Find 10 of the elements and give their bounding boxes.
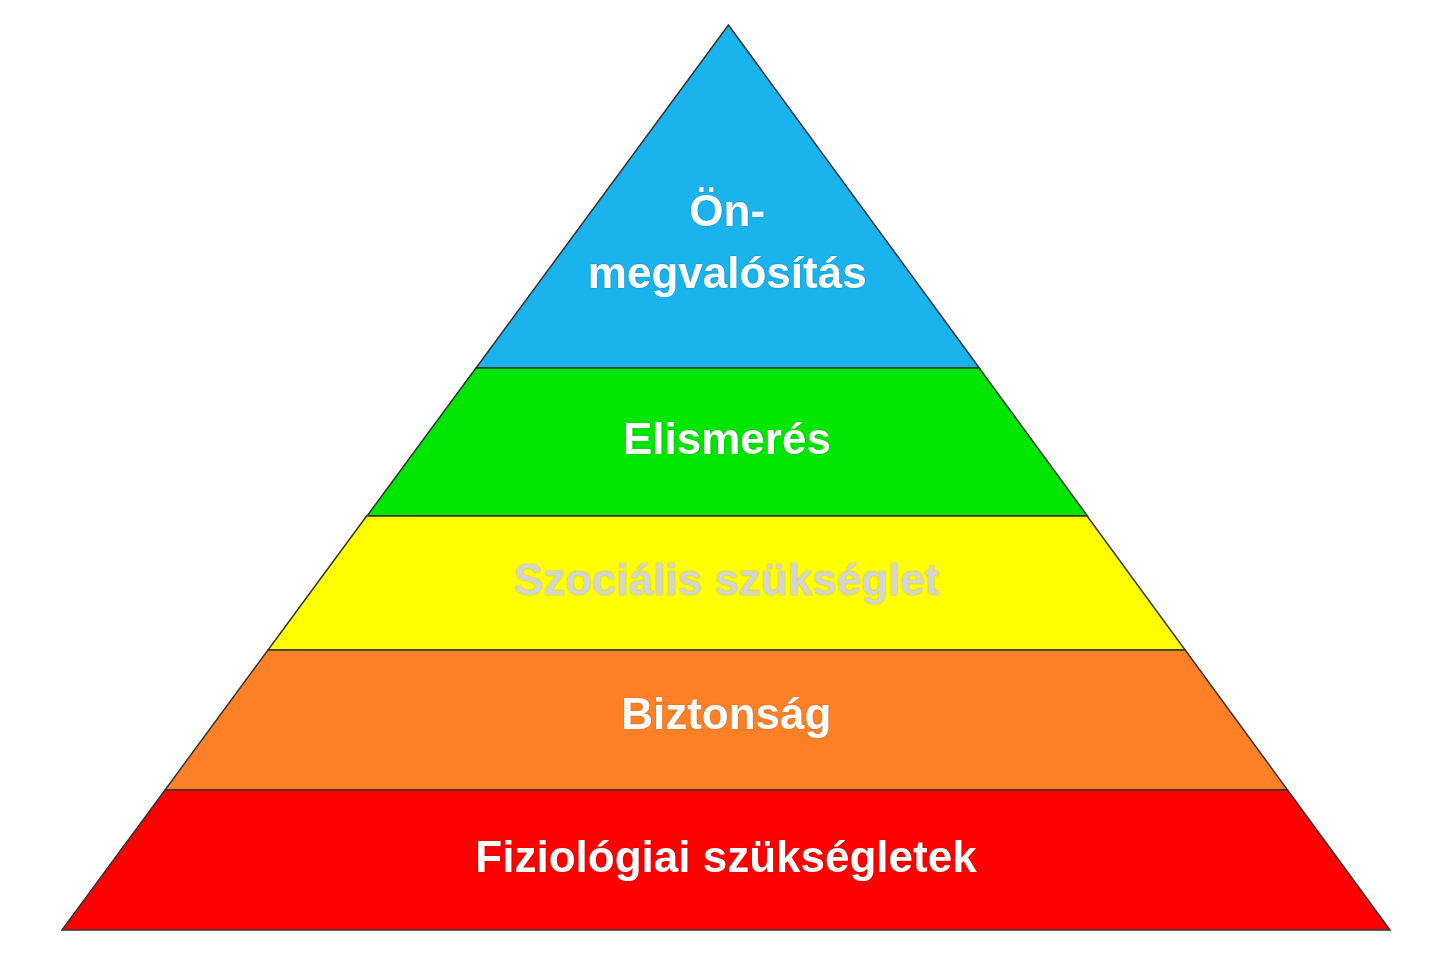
pyramid-level: [366, 368, 1088, 516]
level-label: Biztonság: [620, 688, 833, 740]
pyramid-level: [268, 516, 1186, 650]
level-label: Ön- megvalósítás: [586, 185, 868, 299]
level-label: Szociális szükséglet: [512, 554, 941, 606]
pyramid-level: [62, 790, 1390, 930]
pyramid-level: [475, 25, 979, 368]
pyramid-level: [165, 650, 1288, 790]
level-label: Elismerés: [621, 413, 832, 465]
level-label: Fiziológiai szükségletek: [474, 831, 978, 883]
